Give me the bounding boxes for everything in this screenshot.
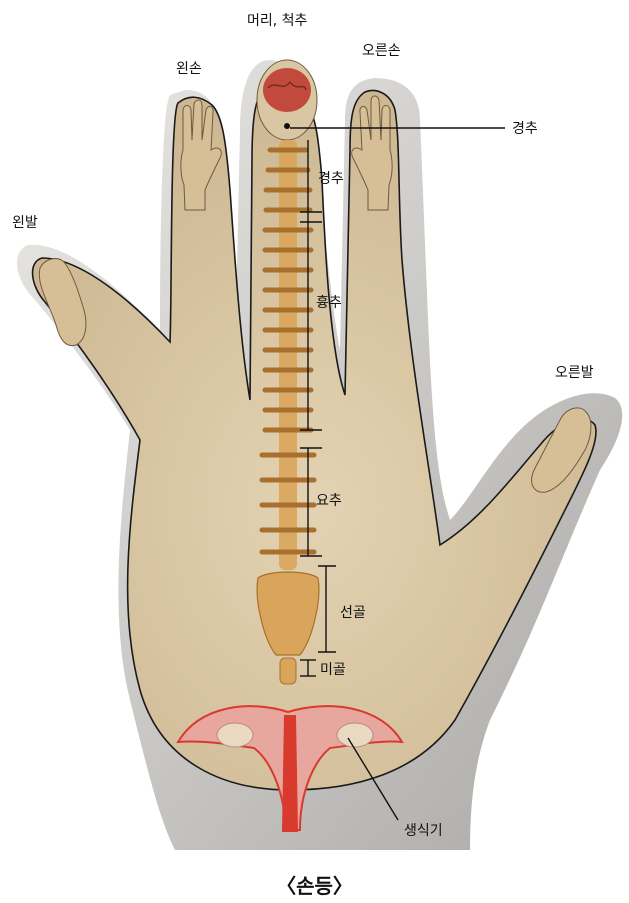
brain — [263, 68, 311, 112]
label-right-hand: 오른손 — [362, 40, 401, 60]
label-head-spine: 머리, 척추 — [247, 10, 307, 30]
label-left-foot: 왼발 — [12, 212, 38, 232]
cervical-point-marker — [284, 123, 290, 129]
label-lumbar: 요추 — [316, 490, 342, 510]
hand-silhouette — [33, 84, 596, 790]
label-cervical: 경추 — [318, 168, 344, 188]
label-left-hand: 왼손 — [176, 58, 202, 78]
diagram-caption: 〈손등〉 — [0, 870, 629, 899]
label-coccyx: 미골 — [320, 659, 346, 679]
label-thoracic: 흉추 — [316, 292, 342, 312]
label-genitals: 생식기 — [404, 820, 443, 840]
coccyx-bone — [280, 658, 296, 684]
label-right-foot: 오른발 — [555, 362, 594, 382]
label-sacrum: 선골 — [340, 602, 366, 622]
label-cervical-outer: 경추 — [512, 118, 538, 138]
